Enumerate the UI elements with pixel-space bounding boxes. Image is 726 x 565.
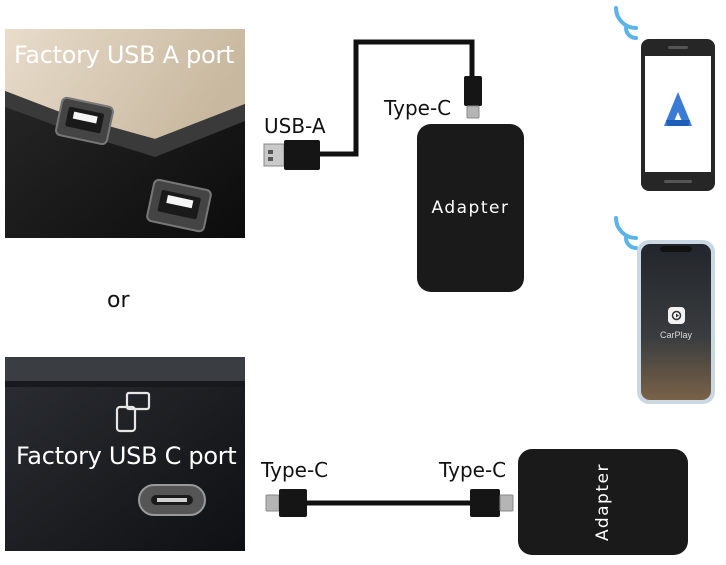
or-separator: or bbox=[107, 288, 130, 313]
bottom-right-type-c-label: Type-C bbox=[439, 458, 507, 482]
bottom-adapter-label: Adapter bbox=[593, 463, 613, 541]
top-cable bbox=[320, 39, 475, 157]
usb-c-port-label: Factory USB C port bbox=[16, 442, 237, 470]
android-phone bbox=[641, 39, 715, 191]
top-type-c-plug bbox=[464, 76, 482, 119]
usb-a-port-label: Factory USB A port bbox=[14, 41, 235, 69]
usb-a-socket bbox=[55, 96, 114, 146]
usb-c-port-photo: Factory USB C port bbox=[5, 357, 245, 551]
top-type-c-label: Type-C bbox=[384, 96, 452, 120]
top-adapter: Adapter bbox=[417, 124, 524, 292]
wifi-icon bbox=[614, 6, 638, 40]
iphone bbox=[637, 240, 715, 404]
carplay-icon bbox=[668, 307, 685, 324]
usb-a-socket bbox=[146, 178, 212, 233]
usb-a-port-photo: Factory USB A port bbox=[5, 29, 245, 238]
top-adapter-label: Adapter bbox=[431, 198, 510, 218]
wifi-icon bbox=[614, 216, 638, 250]
android-auto-icon bbox=[664, 92, 692, 126]
bottom-left-type-c-label: Type-C bbox=[261, 458, 329, 482]
bottom-adapter: Adapter bbox=[518, 449, 688, 555]
bottom-right-type-c-plug bbox=[470, 489, 514, 517]
devices-icon bbox=[115, 391, 151, 433]
usb-a-plug bbox=[263, 140, 320, 170]
carplay-label: CarPlay bbox=[660, 330, 693, 340]
usb-a-label: USB-A bbox=[264, 114, 326, 138]
bottom-left-type-c-plug bbox=[265, 489, 307, 517]
